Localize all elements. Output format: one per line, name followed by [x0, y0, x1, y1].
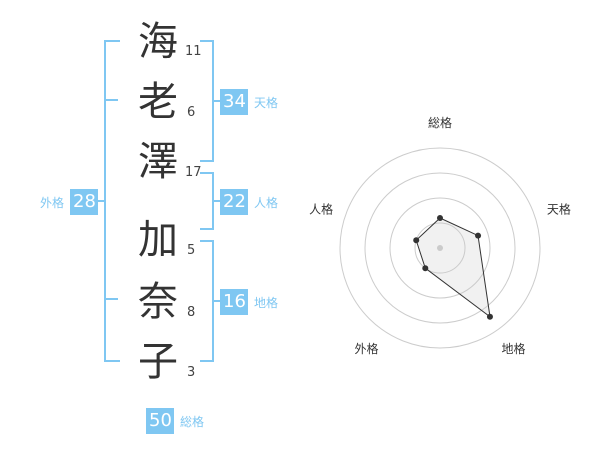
name-char-3: 澤 — [138, 139, 178, 185]
soukaku-label: 総格 — [180, 415, 205, 429]
chikaku-value-badge: 16 — [220, 289, 248, 315]
tenkaku-value-badge: 34 — [220, 89, 248, 115]
name-char-2: 老 — [138, 79, 178, 125]
radar-point-2 — [475, 232, 482, 239]
gaikaku-label: 外格 — [40, 196, 65, 210]
gaikaku-bracket-tick — [96, 200, 104, 202]
stroke-count-4: 5 — [187, 243, 196, 258]
radar-axis-label-4: 外格 — [354, 341, 378, 356]
radar-point-3 — [486, 313, 493, 320]
jinkaku-label: 人格 — [254, 196, 279, 210]
tenkaku-bracket — [200, 40, 214, 162]
jinkaku-bracket-tick — [214, 200, 220, 202]
radar-point-1 — [437, 215, 443, 221]
gaikaku-bracket-tick-lower — [106, 298, 118, 300]
stroke-count-2: 6 — [187, 105, 196, 120]
name-char-6: 子 — [138, 339, 178, 385]
soukaku-value-badge: 50 — [146, 408, 174, 434]
radar-ring — [364, 172, 516, 324]
jinkaku-bracket — [200, 172, 214, 230]
chikaku-bracket-tick — [214, 300, 220, 302]
tenkaku-label: 天格 — [254, 96, 279, 110]
stroke-count-1: 11 — [185, 44, 202, 59]
name-char-5: 奈 — [138, 279, 178, 325]
radar-point-5 — [413, 237, 420, 244]
gaikaku-value-badge: 28 — [70, 189, 98, 215]
stroke-count-5: 8 — [187, 305, 196, 320]
radar-axis-label-5: 人格 — [309, 201, 333, 216]
name-char-4: 加 — [138, 217, 178, 263]
chikaku-bracket — [200, 240, 214, 362]
gaikaku-bracket — [104, 40, 120, 362]
chikaku-label: 地格 — [254, 296, 279, 310]
stroke-count-3: 17 — [185, 165, 202, 180]
radar-center — [437, 245, 443, 251]
radar-axis-label-2: 天格 — [547, 201, 571, 216]
name-char-1: 海 — [138, 19, 178, 65]
radar-ring — [339, 147, 541, 349]
radar-axis-label-3: 地格 — [501, 341, 525, 356]
radar-ring — [389, 197, 491, 299]
radar-axis-label-1: 総格 — [428, 115, 452, 130]
jinkaku-value-badge: 22 — [220, 189, 248, 215]
radar-series-area — [415, 217, 491, 318]
stroke-count-6: 3 — [187, 365, 196, 380]
radar-point-4 — [422, 265, 429, 272]
gaikaku-bracket-tick-upper — [106, 99, 118, 101]
tenkaku-bracket-tick — [214, 100, 220, 102]
radar-ring — [414, 222, 466, 274]
